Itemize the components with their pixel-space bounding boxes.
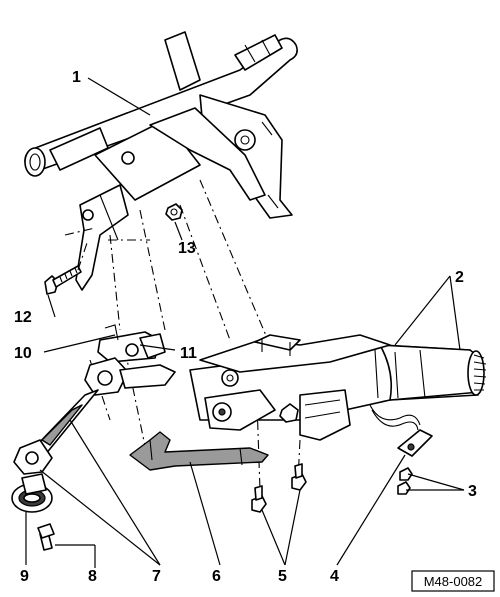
callout-3: 3 [468, 483, 477, 500]
reference-code: M48-0082 [424, 574, 483, 589]
cross-member-assembly [24, 31, 298, 291]
callout-4: 4 [330, 568, 339, 585]
callout-10: 10 [14, 345, 32, 362]
callout-9: 9 [20, 568, 29, 585]
callout-2: 2 [455, 269, 464, 286]
bolt-12 [44, 265, 82, 295]
bolts-5 [251, 463, 307, 513]
callout-11: 11 [180, 345, 197, 362]
callout-1: 1 [72, 69, 81, 86]
callout-13: 13 [178, 240, 196, 257]
callout-8: 8 [88, 568, 97, 585]
screws-3 [397, 467, 413, 495]
leader-lines [25, 77, 465, 568]
reference-code-box: M48-0082 [411, 570, 495, 592]
callout-7: 7 [152, 568, 161, 585]
callout-labels: 1 2 3 4 5 6 7 8 9 10 11 12 13 [14, 69, 477, 585]
steering-column [189, 334, 487, 441]
callout-6: 6 [212, 568, 221, 585]
seal-ring-9 [11, 473, 53, 513]
lever-4 [397, 429, 433, 457]
clamp-10-11 [97, 324, 166, 363]
bolt-8 [37, 523, 55, 551]
cover-6 [129, 431, 269, 471]
callout-12: 12 [14, 309, 32, 326]
callout-5: 5 [278, 568, 287, 585]
